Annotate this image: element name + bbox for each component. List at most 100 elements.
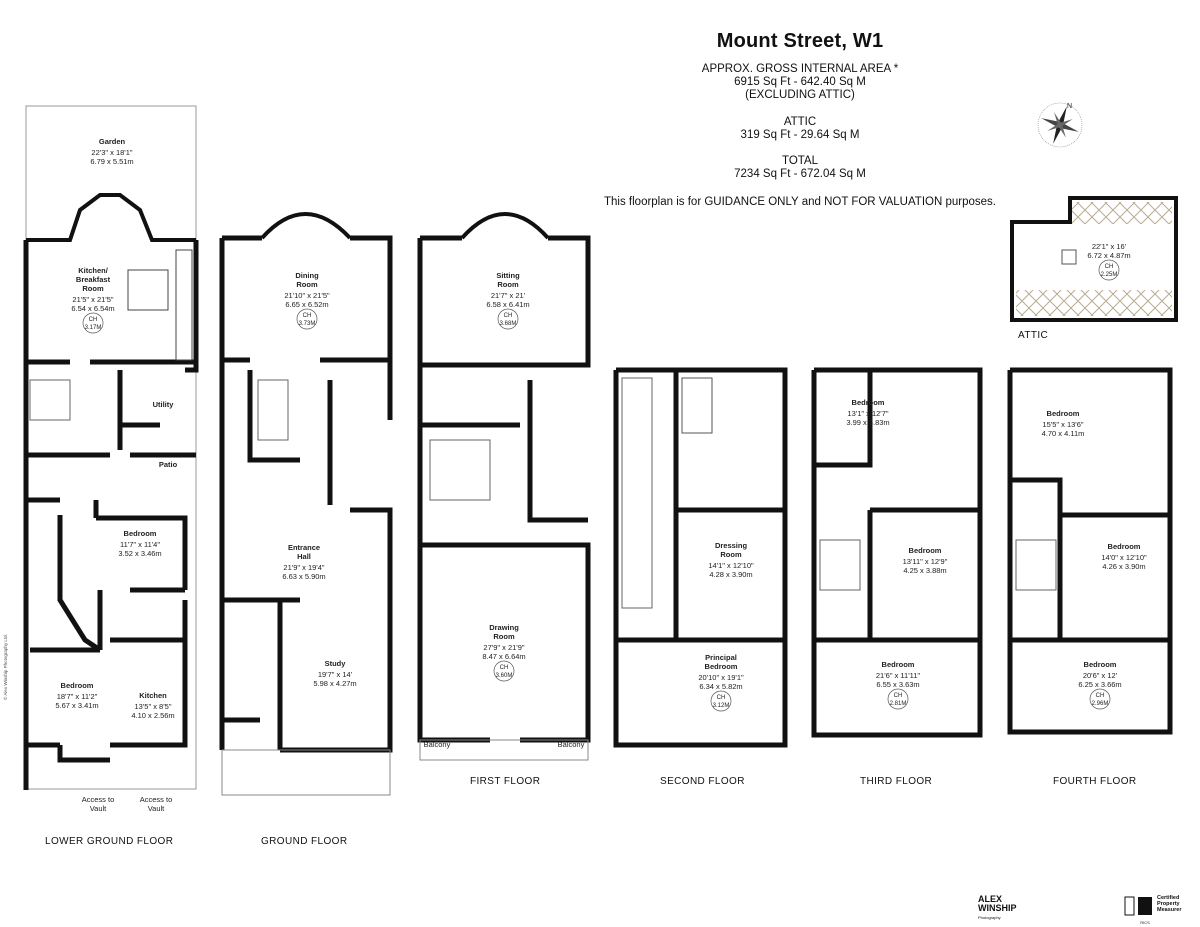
ground-walls bbox=[219, 235, 393, 753]
sitting-ch-prefix: CH bbox=[504, 313, 513, 319]
rics-text: RICS bbox=[1140, 920, 1150, 925]
lower-ground-walls bbox=[23, 240, 199, 790]
kitchen-breakfast-ch: 3.17M bbox=[85, 325, 102, 331]
attic-plan bbox=[1010, 196, 1178, 322]
attic-area-value: 319 Sq Ft - 29.64 Sq M bbox=[740, 129, 860, 141]
lg-bedroom-large-name: Bedroom bbox=[61, 681, 94, 690]
sitting-dim-imp: 21'7" x 21' bbox=[491, 291, 526, 300]
principal-dim-met: 6.34 x 5.82m bbox=[699, 682, 742, 691]
dining-name2: Room bbox=[296, 280, 318, 289]
principal-name1: Principal bbox=[705, 653, 737, 662]
balcony-box bbox=[419, 739, 589, 761]
first-stair bbox=[429, 439, 491, 501]
attic-dim-met: 6.72 x 4.87m bbox=[1087, 251, 1130, 260]
drawing-name2: Room bbox=[493, 632, 515, 641]
third-floor-plan bbox=[811, 367, 983, 738]
drawing-ch-prefix: CH bbox=[500, 665, 509, 671]
attic-lattice-bottom bbox=[1016, 290, 1172, 316]
kitchen-breakfast-ch-prefix: CH bbox=[89, 317, 98, 323]
guidance-note: This floorplan is for GUIDANCE ONLY and … bbox=[604, 196, 996, 208]
study-name: Study bbox=[325, 659, 347, 668]
floor-label-first: FIRST FLOOR bbox=[470, 776, 541, 787]
garden-dim-imp: 22'3" x 18'1" bbox=[91, 148, 132, 157]
ground-stair bbox=[257, 379, 289, 441]
study-dim-met: 5.98 x 4.27m bbox=[313, 679, 356, 688]
total-area-label: TOTAL bbox=[782, 155, 818, 167]
lg-kitchen-name: Kitchen bbox=[139, 691, 167, 700]
drawing-name1: Drawing bbox=[489, 623, 519, 632]
photo-credit: © Alex Winship Photography Ltd. bbox=[3, 634, 8, 700]
brand-logo: ALEX WINSHIP Photography bbox=[978, 895, 1017, 922]
kitchen-bay-wall bbox=[26, 193, 196, 242]
lg-kitchen-dim-imp: 13'5" x 8'5" bbox=[135, 702, 172, 711]
f-bed-bot-dim-met: 6.25 x 3.66m bbox=[1078, 680, 1121, 689]
f-bed-top-name: Bedroom bbox=[1047, 409, 1080, 418]
fourth-walls bbox=[1007, 367, 1173, 735]
entrance-hall-name2: Hall bbox=[297, 552, 311, 561]
third-stair bbox=[819, 539, 861, 591]
t-bed-bot-ch: 2.81M bbox=[890, 701, 907, 707]
patio-name: Patio bbox=[159, 460, 178, 469]
t-bed-top-dim-imp: 13'1" x 12'7" bbox=[847, 409, 888, 418]
compass-north-label: N bbox=[1067, 103, 1072, 110]
drawing-dim-imp: 27'9" x 21'9" bbox=[483, 643, 524, 652]
entrance-hall-name1: Entrance bbox=[288, 543, 320, 552]
rics-badge: RICS bbox=[1124, 896, 1152, 925]
entrance-hall-dim-met: 6.63 x 5.90m bbox=[282, 572, 325, 581]
floor-label-lower-ground: LOWER GROUND FLOOR bbox=[45, 836, 174, 847]
floor-label-second: SECOND FLOOR bbox=[660, 776, 745, 787]
gia-label: APPROX. GROSS INTERNAL AREA * bbox=[701, 63, 899, 75]
t-bed-bot-dim-met: 6.55 x 3.63m bbox=[876, 680, 919, 689]
study-dim-imp: 19'7" x 14' bbox=[318, 670, 353, 679]
dining-dim-imp: 21'10" x 21'5" bbox=[284, 291, 330, 300]
f-bed-mid-dim-met: 4.26 x 3.90m bbox=[1102, 562, 1145, 571]
entrance-hall-dim-imp: 21'9" x 19'4" bbox=[283, 563, 324, 572]
garden-name: Garden bbox=[99, 137, 126, 146]
principal-ch: 3.12M bbox=[713, 703, 730, 709]
dressing-name2: Room bbox=[720, 550, 742, 559]
floor-label-third: THIRD FLOOR bbox=[860, 776, 933, 787]
dining-name1: Dining bbox=[295, 271, 319, 280]
dining-dim-met: 6.65 x 6.52m bbox=[285, 300, 328, 309]
f-bed-bot-dim-imp: 20'6" x 12' bbox=[1083, 671, 1118, 680]
t-bed-top-name: Bedroom bbox=[852, 398, 885, 407]
certified-badge: Certified Property Measurer bbox=[1157, 895, 1181, 913]
sitting-name2: Room bbox=[497, 280, 519, 289]
brand-line2: WINSHIP bbox=[978, 903, 1017, 913]
kitchen-breakfast-dim-met: 6.54 x 6.54m bbox=[71, 304, 114, 313]
t-bed-mid-dim-imp: 13'11" x 12'9" bbox=[903, 557, 948, 566]
drawing-ch: 3.60M bbox=[496, 673, 513, 679]
page-title: Mount Street, W1 bbox=[716, 30, 884, 52]
attic-skylight bbox=[1061, 249, 1077, 265]
balcony-right-name: Balcony bbox=[558, 740, 585, 749]
sitting-ch: 3.68M bbox=[500, 321, 517, 327]
second-floor-plan bbox=[613, 367, 788, 748]
f-bed-bot-ch: 2.96M bbox=[1092, 701, 1109, 707]
f-bed-top-dim-met: 4.70 x 4.11m bbox=[1042, 429, 1085, 438]
third-walls bbox=[811, 367, 983, 738]
lg-bedroom-large-dim-met: 5.67 x 3.41m bbox=[55, 701, 98, 710]
attic-area-label: ATTIC bbox=[783, 116, 817, 128]
utility-name: Utility bbox=[153, 400, 175, 409]
lg-bedroom-small-dim-imp: 11'7" x 11'4" bbox=[120, 540, 160, 549]
fourth-stair bbox=[1015, 539, 1057, 591]
f-bed-top-dim-imp: 15'5" x 13'6" bbox=[1042, 420, 1083, 429]
first-floor-plan bbox=[417, 212, 591, 761]
floor-label-ground: GROUND FLOOR bbox=[261, 836, 348, 847]
lg-bedroom-large-dim-imp: 18'7" x 11'2" bbox=[57, 692, 98, 701]
kitchen-island bbox=[127, 269, 169, 311]
balcony-left-name: Balcony bbox=[424, 740, 451, 749]
fourth-floor-plan bbox=[1007, 367, 1173, 735]
cert-line1: Certified bbox=[1157, 895, 1180, 901]
t-bed-top-dim-met: 3.99 x 3.83m bbox=[846, 418, 889, 427]
t-bed-mid-dim-met: 4.25 x 3.88m bbox=[903, 566, 946, 575]
access-vault-1-l2: Vault bbox=[90, 804, 107, 813]
t-bed-bot-dim-imp: 21'6" x 11'11" bbox=[876, 671, 921, 680]
ground-bay-wall bbox=[260, 212, 352, 240]
lower-ground-floor-plan bbox=[23, 105, 199, 790]
dining-ch-prefix: CH bbox=[303, 313, 312, 319]
attic-ch-prefix: CH bbox=[1105, 264, 1114, 270]
floor-label-attic: ATTIC bbox=[1018, 330, 1049, 341]
dressing-name1: Dressing bbox=[715, 541, 748, 550]
